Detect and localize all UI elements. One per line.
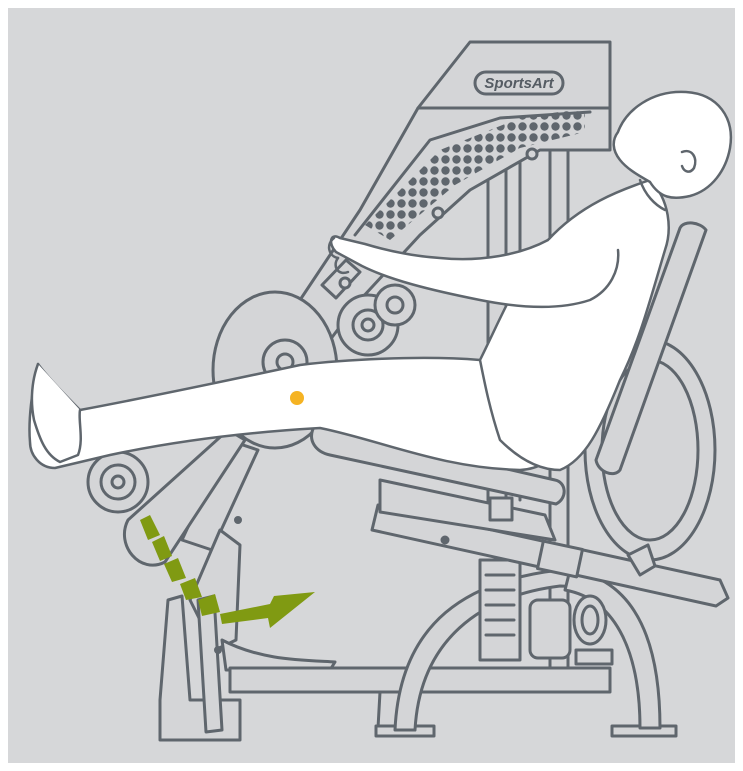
dot-marker-icon [290, 391, 304, 405]
brand-logo: SportsArt [484, 75, 554, 92]
